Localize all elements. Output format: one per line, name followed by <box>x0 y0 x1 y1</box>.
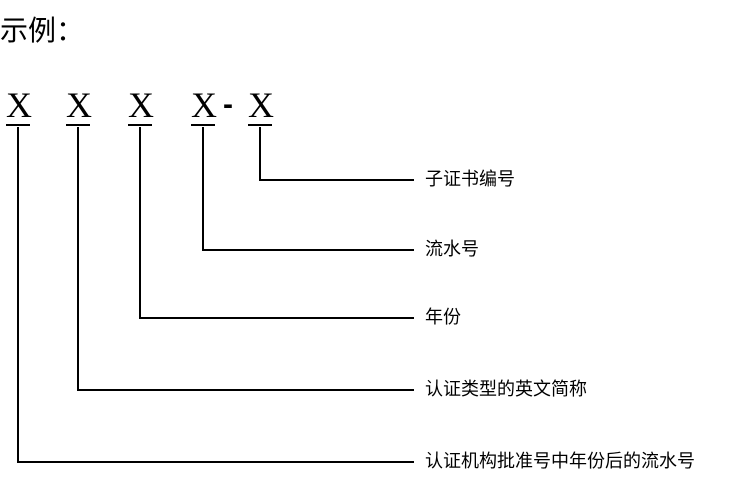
connector-serial <box>202 127 414 251</box>
code-separator: - <box>223 88 233 121</box>
label-sub-certificate-number: 子证书编号 <box>425 169 515 190</box>
code-segment-year: X <box>128 85 154 125</box>
code-segment-type: X <box>66 85 92 125</box>
connector-sub-certificate <box>259 127 414 181</box>
connector-institution <box>17 127 414 463</box>
code-segment-serial: X <box>191 85 217 125</box>
connector-year <box>139 127 414 319</box>
example-title: 示例： <box>0 14 85 47</box>
label-year: 年份 <box>425 307 461 328</box>
code-segment-institution: X <box>6 85 32 125</box>
connector-type <box>77 127 414 391</box>
label-institution-approval-serial: 认证机构批准号中年份后的流水号 <box>425 451 695 472</box>
label-serial-number: 流水号 <box>425 239 479 260</box>
label-certification-type-abbreviation: 认证类型的英文简称 <box>425 379 587 400</box>
code-segment-sub-certificate: X <box>248 85 274 125</box>
